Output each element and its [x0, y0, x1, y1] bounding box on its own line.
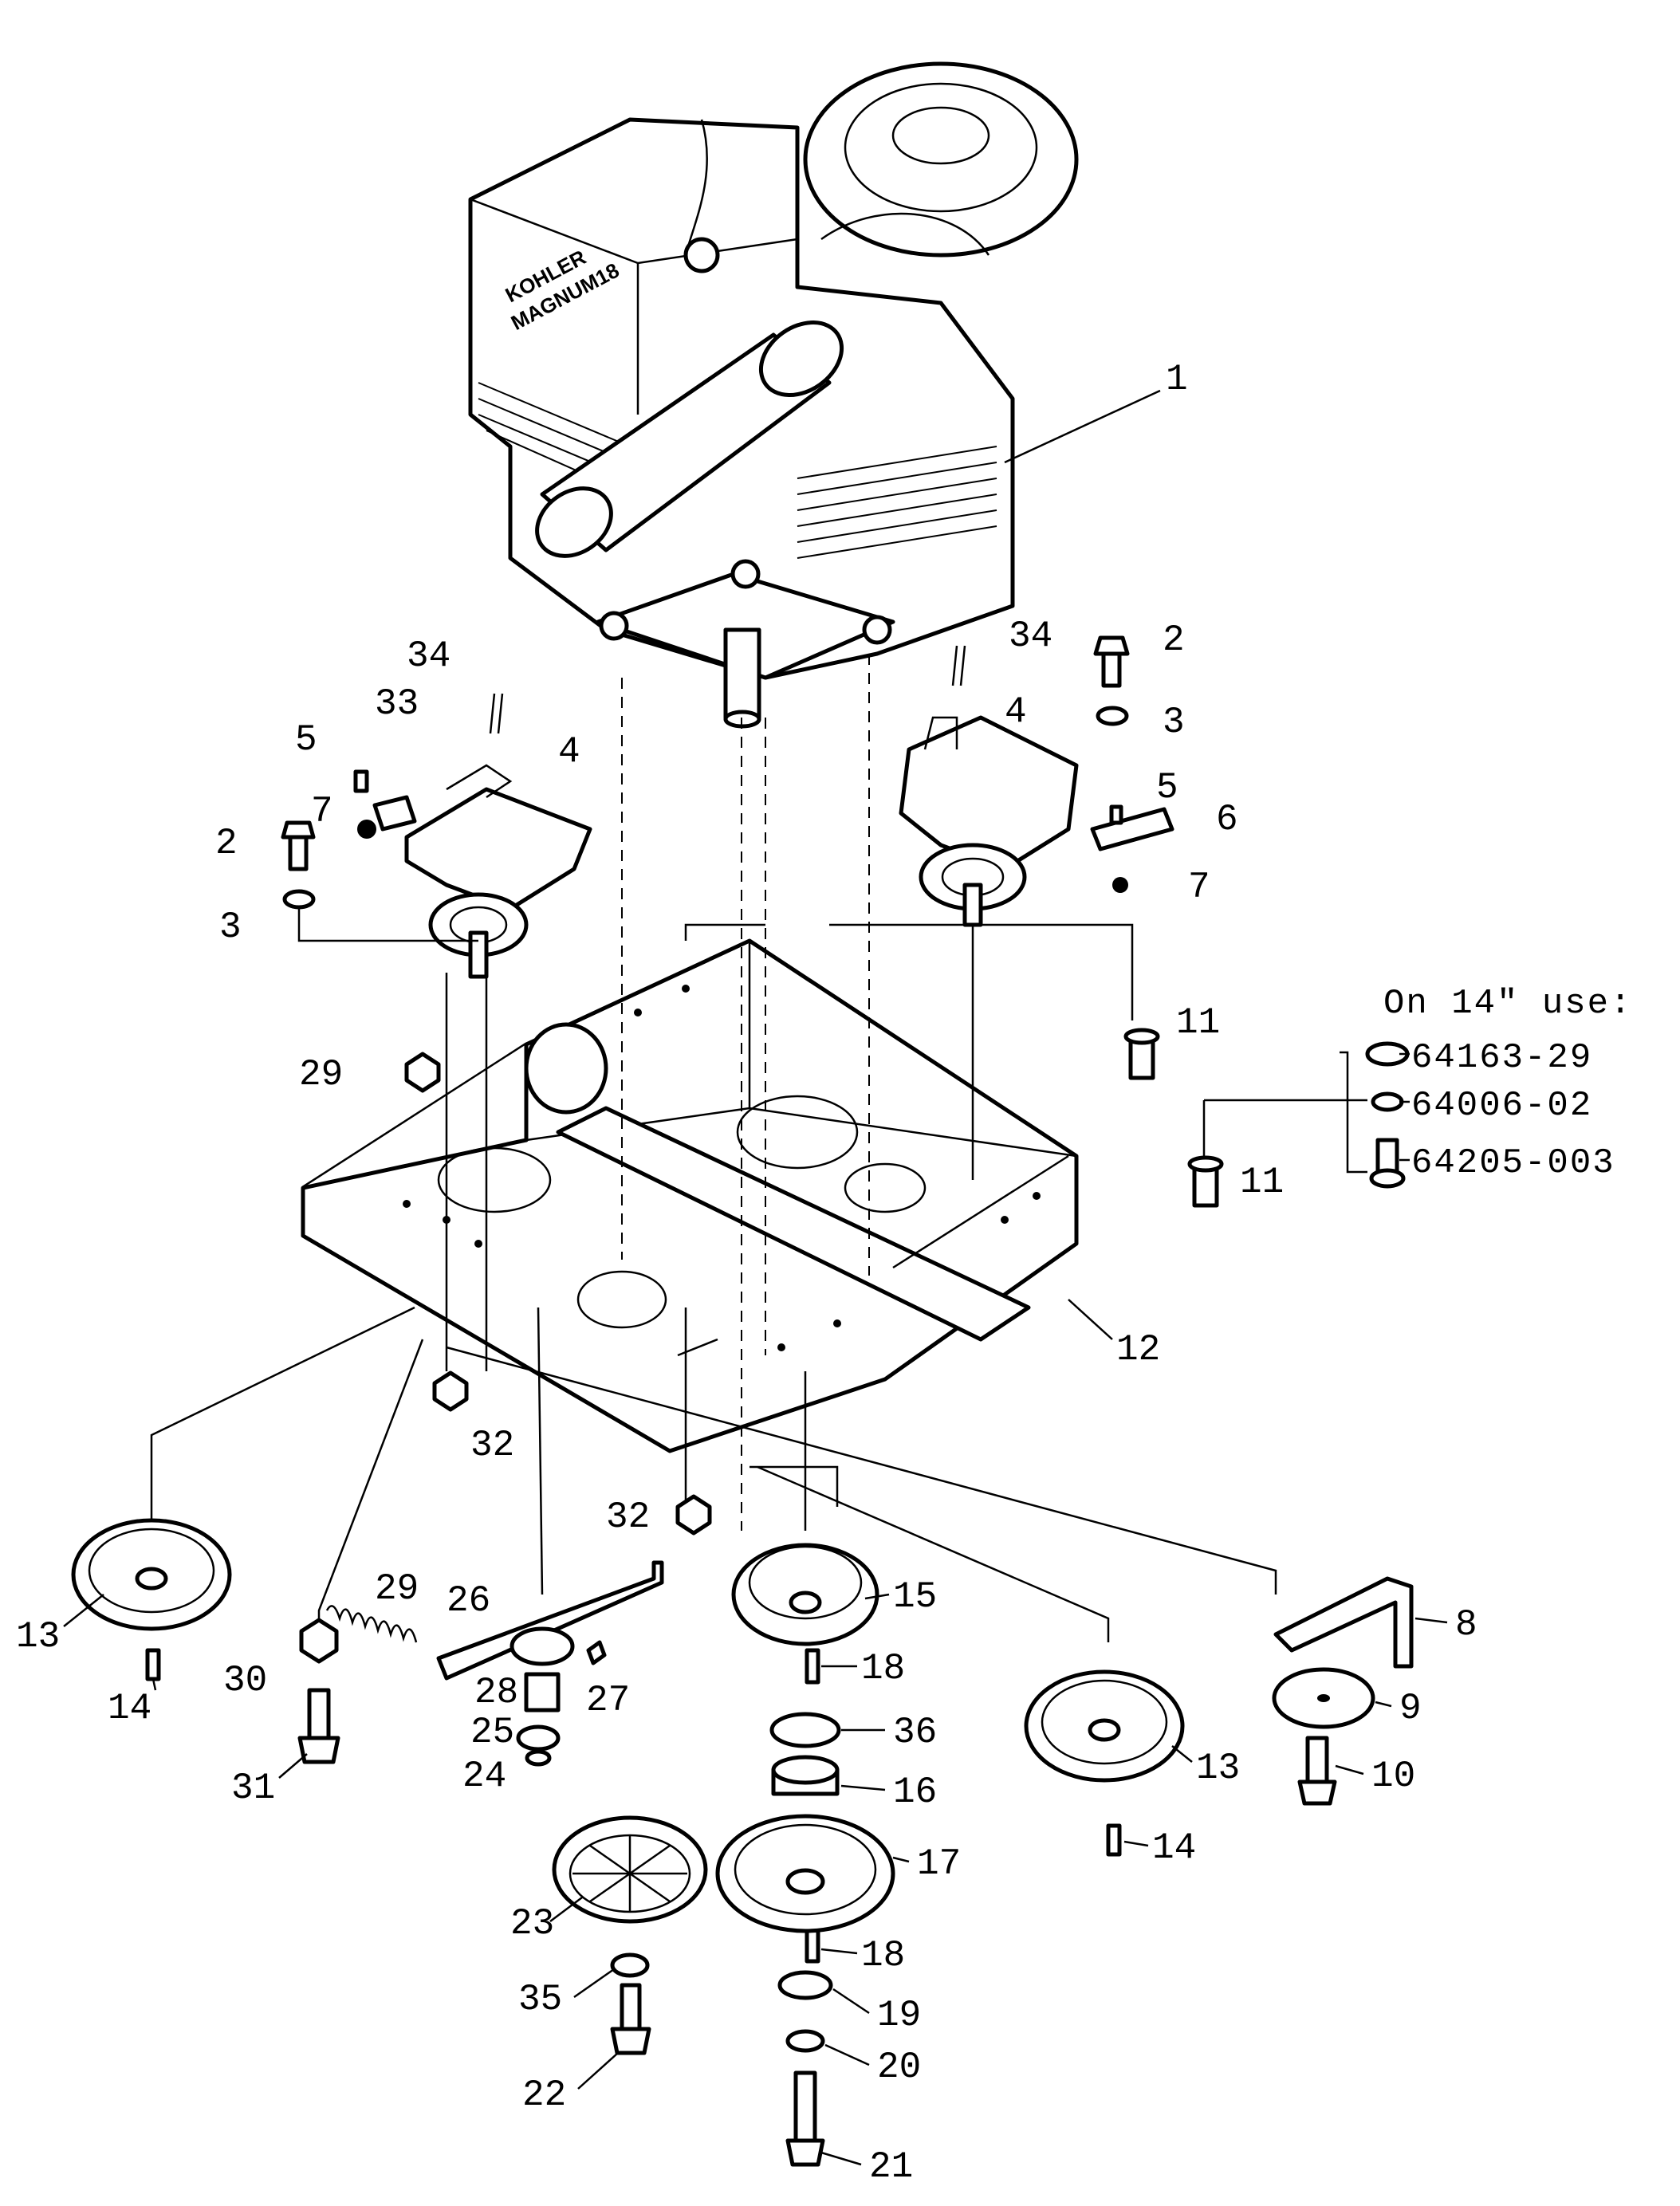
callout-7-right: 7: [1188, 867, 1210, 908]
callout-16: 16: [893, 1771, 937, 1813]
callout-17: 17: [917, 1843, 961, 1885]
callout-14-left: 14: [108, 1688, 151, 1729]
pulleys: [71, 1518, 1414, 1933]
wheel-motor-right: [899, 715, 1174, 927]
callout-34-right: 34: [1009, 615, 1052, 657]
callout-6: 6: [1216, 799, 1238, 840]
callout-24: 24: [462, 1756, 506, 1797]
callout-18-lower: 18: [861, 1935, 905, 1976]
callout-32-middle: 32: [606, 1496, 650, 1538]
callout-29-upper: 29: [299, 1054, 343, 1095]
engine: KOHLER MAGNUM18: [468, 61, 1079, 729]
mower-deck-frame: [301, 938, 1079, 1453]
note-part-1: 64163-29: [1411, 1038, 1592, 1078]
callout-29-spring: 29: [375, 1568, 419, 1610]
callout-36: 36: [893, 1712, 937, 1753]
callout-1: 1: [1166, 359, 1188, 400]
callout-31: 31: [231, 1768, 275, 1809]
note-heading: On 14" use:: [1383, 984, 1632, 1024]
callout-33: 33: [375, 683, 419, 725]
callout-34-left: 34: [407, 635, 450, 677]
assembly-lines: [150, 654, 1348, 1658]
callouts: 1 34 33 5 4 7 2 3 34 2 3 4 5 6 7 29 11 1…: [16, 359, 1477, 2188]
wheel-motor-left: [353, 764, 592, 979]
callout-32-left: 32: [470, 1425, 514, 1466]
callout-4-left: 4: [558, 731, 580, 773]
callout-19: 19: [877, 1995, 921, 2036]
callout-30: 30: [223, 1660, 267, 1701]
callout-11-lower: 11: [1240, 1162, 1284, 1203]
note-block: On 14" use: 64163-29 64006-02 64205-003: [1383, 984, 1632, 1183]
callout-5-left: 5: [295, 719, 317, 761]
callout-9: 9: [1399, 1688, 1422, 1729]
callout-25: 25: [470, 1712, 514, 1753]
callout-7-left: 7: [311, 791, 333, 832]
callout-13-right: 13: [1196, 1748, 1240, 1789]
callout-15: 15: [893, 1576, 937, 1618]
callout-18-upper: 18: [861, 1648, 905, 1689]
callout-10: 10: [1371, 1756, 1415, 1797]
callout-27: 27: [586, 1680, 630, 1721]
callout-21: 21: [869, 2146, 913, 2188]
callout-35: 35: [518, 1979, 562, 2020]
callout-4-right: 4: [1005, 691, 1027, 733]
callout-3-right: 3: [1163, 702, 1185, 743]
callout-26: 26: [447, 1580, 490, 1622]
callout-3-left: 3: [219, 906, 242, 948]
callout-2-right: 2: [1163, 619, 1185, 661]
callout-20: 20: [877, 2047, 921, 2088]
callout-28: 28: [474, 1672, 518, 1713]
callout-5-right: 5: [1156, 767, 1178, 808]
note-hardware: [1340, 1041, 1410, 1189]
callout-23: 23: [510, 1903, 554, 1945]
hardware: [145, 635, 1337, 2167]
callout-2-left: 2: [215, 823, 238, 864]
note-part-3: 64205-003: [1411, 1143, 1615, 1183]
callout-12: 12: [1116, 1329, 1160, 1370]
note-part-2: 64006-02: [1411, 1086, 1592, 1126]
callout-11-upper: 11: [1176, 1002, 1220, 1044]
callout-13-left: 13: [16, 1616, 60, 1657]
callout-14-right: 14: [1152, 1827, 1196, 1869]
blade-and-spring: [325, 1560, 664, 1681]
callout-8: 8: [1455, 1604, 1477, 1646]
callout-22: 22: [522, 2074, 566, 2116]
